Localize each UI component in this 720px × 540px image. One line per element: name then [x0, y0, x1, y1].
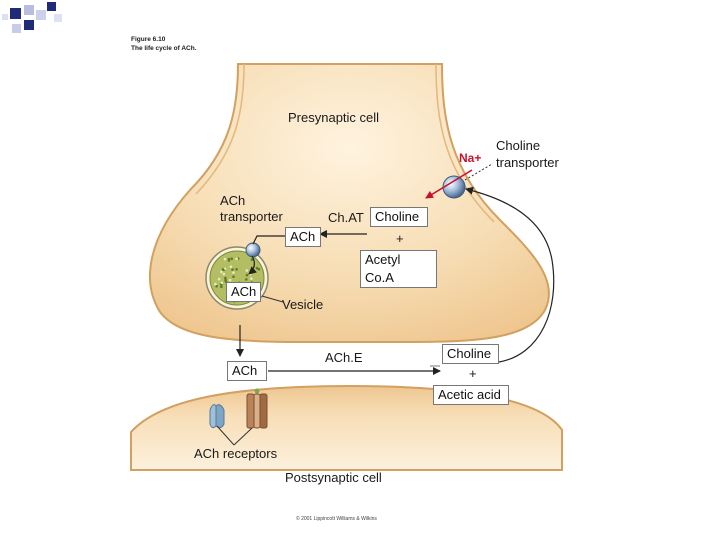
choline-box-cleft: Choline — [442, 344, 499, 364]
vesicle-dot — [222, 272, 226, 276]
chat-label: Ch.AT — [328, 210, 364, 225]
copyright-text: © 2001 Lippincott Williams & Wilkins — [296, 516, 377, 522]
vesicle-dot — [220, 285, 223, 289]
deco-square-light-2 — [36, 10, 46, 20]
vesicle-label: Vesicle — [282, 297, 324, 312]
vesicle-dot — [250, 258, 254, 261]
receptor-leader-2 — [233, 427, 253, 446]
na-influx-arrow — [425, 169, 473, 199]
vesicle-dot — [231, 268, 234, 271]
choline-box-top: Choline — [370, 207, 428, 227]
figure-number: Figure 6.10 — [131, 36, 166, 43]
vesicle-leader — [261, 295, 284, 303]
vesicle-dot — [245, 273, 249, 277]
vesicle-dot — [215, 284, 218, 288]
vesicle-dot — [214, 282, 217, 286]
acetyl-coa-box: Acetyl Co.A — [360, 250, 437, 288]
ach-receptors-label: ACh receptors — [194, 446, 278, 461]
vesicle-dot — [224, 278, 227, 282]
na-label: Na+ — [459, 151, 482, 165]
choline-transporter-label-1: Choline — [496, 138, 541, 153]
ach-box-vesicle: ACh — [226, 282, 261, 302]
deco-square-light-5 — [54, 14, 62, 22]
ach-transporter-icon — [245, 242, 261, 258]
vesicle-dot — [227, 257, 231, 261]
deco-square-dark-2 — [47, 2, 56, 11]
vesicle-dot — [223, 257, 227, 261]
vesicle-dot — [245, 278, 248, 281]
choline-transporter-icon — [442, 175, 466, 199]
vesicle-dot — [228, 278, 232, 282]
vesicle-dot — [224, 276, 227, 280]
vesicle-dot — [217, 277, 221, 281]
presynaptic-edge-left — [195, 63, 245, 195]
ach-receptor-brown — [246, 388, 268, 429]
deco-square-light-1 — [24, 5, 34, 15]
presynaptic-edge-right — [435, 63, 495, 223]
postsynaptic-label: Postsynaptic cell — [285, 470, 382, 485]
deco-square-dark-3 — [24, 20, 34, 30]
receptor-leader-1 — [216, 425, 235, 446]
vesicle-dot — [220, 281, 224, 285]
ache-label: ACh.E — [325, 350, 363, 365]
vesicle-dot — [257, 267, 261, 271]
vesicle-dot — [255, 266, 259, 270]
ach-transporter-label-1: ACh — [220, 193, 246, 208]
postsynaptic-cell — [130, 384, 563, 471]
vesicle-dot — [232, 271, 235, 274]
deco-square-light-4 — [2, 14, 8, 20]
vesicle-dot — [245, 269, 249, 272]
vesicle-dot — [232, 275, 235, 279]
plus-sign-top: + — [396, 231, 404, 246]
vesicle-dot — [221, 268, 225, 271]
ach-to-transporter-line — [252, 235, 285, 245]
deco-square-light-3 — [12, 24, 21, 33]
plus-sign-cleft: + — [469, 366, 477, 381]
choline-transporter-label-2: transporter — [496, 155, 559, 170]
ach-into-vesicle-arrow — [248, 255, 257, 275]
acetic-acid-box: Acetic acid — [433, 385, 509, 405]
presynaptic-label: Presynaptic cell — [288, 110, 380, 125]
vesicle-dot — [250, 277, 253, 280]
vesicle-dot — [230, 257, 233, 261]
vesicle-dot — [235, 268, 238, 271]
vesicle-dot — [235, 257, 238, 261]
choline-transporter-leader — [464, 163, 493, 181]
vesicle-dot — [220, 270, 223, 274]
choline-reuptake-arrow — [465, 186, 555, 363]
deco-square-dark-1 — [10, 8, 21, 19]
ach-receptor-blue — [209, 404, 225, 429]
ach-box-cleft: ACh — [227, 361, 267, 381]
figure-caption: The life cycle of ACh. — [131, 45, 197, 52]
vesicle-dot — [229, 265, 233, 269]
ach-box-top: ACh — [285, 227, 321, 247]
ach-transporter-label-2: transporter — [220, 209, 283, 224]
